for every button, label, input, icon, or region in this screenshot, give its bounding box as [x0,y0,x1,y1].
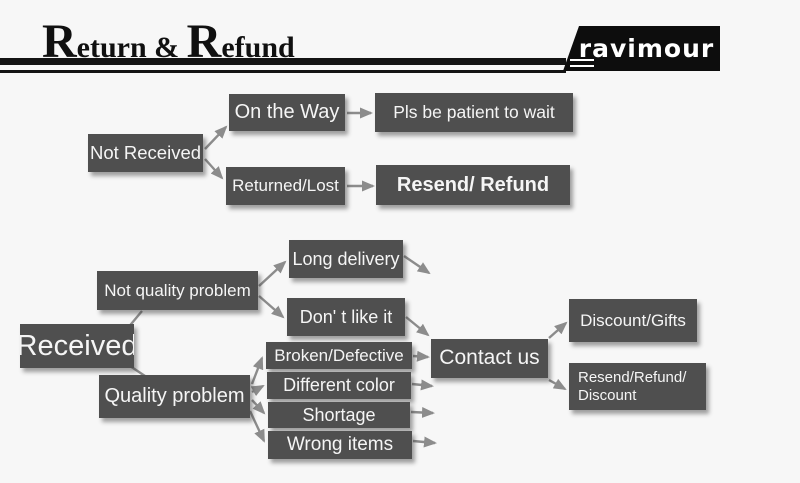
arrow-dontlike-contact [405,316,430,337]
arrow-wrongitems-contact [412,436,437,448]
arrow-shortage-contact [410,407,435,418]
header-rule-thick [0,58,566,65]
arrow-quality-shortage [251,399,266,415]
arrow-differentcolor-contact [411,379,434,391]
node-resend-refund-discount: Resend/Refund/ Discount [569,363,706,410]
node-discount-gifts: Discount/Gifts [569,299,697,342]
node-quality-problem: Quality problem [99,375,250,418]
node-wrong-items: Wrong items [268,431,412,459]
logo-stripe [570,64,594,67]
node-not-quality-problem: Not quality problem [97,271,258,310]
arrow-notquality-dontlike [258,295,285,319]
node-different-color: Different color [267,372,411,399]
arrow-quality-broken [250,356,264,385]
arrow-longdelivery-contact [403,255,431,275]
arrow-contact-discountgifts [548,321,568,339]
node-shortage: Shortage [268,402,410,428]
node-broken-defective: Broken/Defective [266,342,412,369]
node-received: Received [20,324,134,368]
arrow-quality-differentcolor [250,384,265,397]
arrow-notreceived-ontheway [204,125,228,150]
arrow-broken-contact [412,350,430,362]
node-contact-us: Contact us [431,339,548,378]
node-not-received: Not Received [88,134,203,172]
node-long-delivery: Long delivery [289,240,403,278]
node-resend-refund: Resend/ Refund [376,165,570,205]
header-rule-thin [0,70,566,73]
arrow-notreceived-returnedlost [204,158,224,180]
node-pls-be-patient: Pls be patient to wait [375,93,573,132]
logo-stripe [570,58,594,61]
node-returned-lost: Returned/Lost [226,167,345,205]
arrow-contact-resendrefund [548,378,567,391]
node-dont-like-it: Don' t like it [287,298,405,336]
arrow-notquality-longdelivery [258,260,287,287]
arrow-quality-wrongitems [248,410,266,443]
node-on-the-way: On the Way [229,94,345,131]
brand-logo: ravimour [563,26,720,71]
brand-name: ravimour [578,34,715,63]
